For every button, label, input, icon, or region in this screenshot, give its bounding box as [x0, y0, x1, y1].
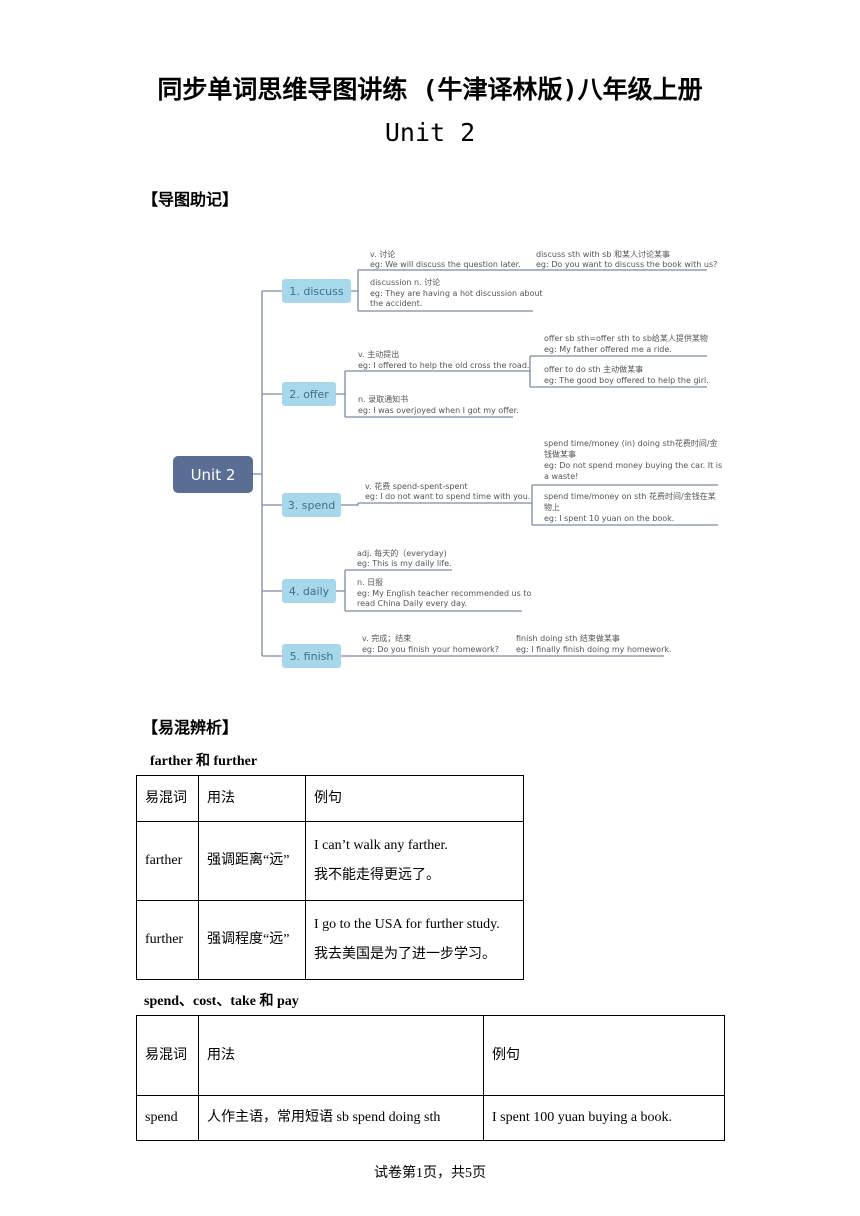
branch-label-discuss: 1. discuss — [289, 285, 344, 298]
branch-node-offer — [282, 382, 336, 406]
section-heading-mindmap: 【导图助记】 — [142, 190, 239, 209]
note-text: eg: This is my daily life. — [357, 559, 452, 568]
note-text: v. 讨论 — [370, 249, 395, 259]
table-cell: 强调程度“远” — [198, 900, 306, 980]
table-cell: 强调距离“远” — [198, 821, 306, 901]
table-header-cell: 用法 — [198, 775, 306, 822]
note-text: adj. 每天的（everyday) — [357, 548, 447, 558]
note-text: a waste! — [544, 472, 578, 481]
note-text: eg: They are having a hot discussion abo… — [370, 289, 543, 298]
note-text: v. 主动提出 — [358, 349, 399, 359]
note-text: eg: I offered to help the old cross the … — [358, 361, 529, 370]
table-row: 易混词 用法 例句 — [136, 1015, 725, 1096]
page-title: 同步单词思维导图讲练 (牛津译林版)八年级上册 — [157, 75, 703, 104]
branch-label-spend: 3. spend — [288, 499, 335, 512]
branch-node-finish — [282, 644, 341, 668]
table2-heading: spend、cost、take 和 pay — [144, 994, 299, 1009]
note-text: eg: My English teacher recommended us to — [357, 589, 531, 598]
note-text: eg: My father offered me a ride. — [544, 345, 672, 354]
note-text: eg: I finally finish doing my homework. — [516, 645, 672, 654]
table-header-cell: 易混词 — [136, 775, 199, 822]
branch-label-offer: 2. offer — [289, 388, 329, 401]
note-text: n. 日报 — [357, 577, 383, 587]
table-header-cell: 易混词 — [136, 1015, 199, 1096]
table-cell: farther — [136, 821, 199, 901]
table-row: further 强调程度“远” I go to the USA for furt… — [136, 900, 524, 980]
note-text: finish doing sth 结束做某事 — [516, 633, 620, 643]
example-chinese: 我去美国是为了进一步学习。 — [314, 947, 496, 962]
mind-map-connectors — [253, 269, 718, 657]
table-header-cell: 例句 — [483, 1015, 725, 1096]
note-text: 物上 — [544, 502, 560, 512]
note-text: eg: Do you finish your homework? — [362, 645, 499, 654]
note-text: spend time/money (in) doing sth花费时间/金 — [544, 438, 718, 448]
comparison-table-farther-further: 易混词 用法 例句 farther 强调距离“远” I can’t walk a… — [136, 775, 524, 980]
example-chinese: 我不能走得更远了。 — [314, 868, 440, 883]
note-text: eg: Do you want to discuss the book with… — [536, 260, 717, 269]
note-text: offer to do sth 主动做某事 — [544, 364, 643, 374]
note-text: n. 录取通知书 — [358, 394, 408, 404]
mind-map-root-label: Unit 2 — [191, 466, 236, 484]
mind-map-root — [173, 456, 253, 493]
mind-map: Unit 2 1. discuss 2. offer 3. spend 4. d… — [173, 249, 722, 668]
table-cell: 人作主语，常用短语 sb spend doing sth — [198, 1095, 484, 1141]
table-row: spend 人作主语，常用短语 sb spend doing sth I spe… — [136, 1095, 725, 1141]
table-row: farther 强调距离“远” I can’t walk any farther… — [136, 821, 524, 901]
note-text: eg: I spent 10 yuan on the book. — [544, 514, 674, 523]
page-footer: 试卷第1页，共5页 — [374, 1166, 486, 1181]
note-text: spend time/money on sth 花费时间/金钱在某 — [544, 491, 716, 501]
table-header-cell: 例句 — [305, 775, 524, 822]
section-heading-confusion: 【易混辨析】 — [142, 718, 239, 737]
note-text: 钱做某事 — [544, 449, 576, 459]
note-text: eg: I do not want to spend time with you… — [365, 492, 530, 501]
mind-map-notes: v. 讨论 eg: We will discuss the question l… — [357, 249, 722, 654]
table-cell: spend — [136, 1095, 199, 1141]
branch-node-daily — [282, 579, 336, 603]
table-cell: I go to the USA for further study. 我去美国是… — [305, 900, 524, 980]
branch-label-daily: 4. daily — [289, 585, 330, 598]
note-text: discuss sth with sb 和某人讨论某事 — [536, 249, 670, 259]
note-text: offer sb sth=offer sth to sb给某人提供某物 — [544, 333, 708, 343]
note-text: read China Daily every day. — [357, 599, 467, 608]
note-text: v. 花费 spend-spent-spent — [365, 481, 468, 491]
example-english: I go to the USA for further study. — [314, 917, 500, 932]
comparison-table-spend-cost: 易混词 用法 例句 spend 人作主语，常用短语 sb spend doing… — [136, 1015, 725, 1141]
note-text: the accident. — [370, 299, 422, 308]
table-header-cell: 用法 — [198, 1015, 484, 1096]
page-subtitle: Unit 2 — [384, 118, 476, 147]
branch-node-spend — [282, 493, 341, 517]
table-cell: further — [136, 900, 199, 980]
note-text: v. 完成；结束 — [362, 633, 411, 643]
branch-node-discuss — [282, 279, 351, 303]
branch-label-finish: 5. finish — [290, 650, 334, 663]
table-cell: I can’t walk any farther. 我不能走得更远了。 — [305, 821, 524, 901]
note-text: eg: Do not spend money buying the car. I… — [544, 461, 722, 470]
note-text: eg: We will discuss the question later. — [370, 260, 521, 269]
note-text: eg: The good boy offered to help the gir… — [544, 376, 709, 385]
note-text: discussion n. 讨论 — [370, 277, 440, 287]
table-row: 易混词 用法 例句 — [136, 775, 524, 822]
table1-heading: farther 和 further — [150, 754, 258, 769]
note-text: eg: I was overjoyed when I got my offer. — [358, 406, 519, 415]
example-english: I can’t walk any farther. — [314, 838, 448, 853]
table-cell: I spent 100 yuan buying a book. — [483, 1095, 725, 1141]
